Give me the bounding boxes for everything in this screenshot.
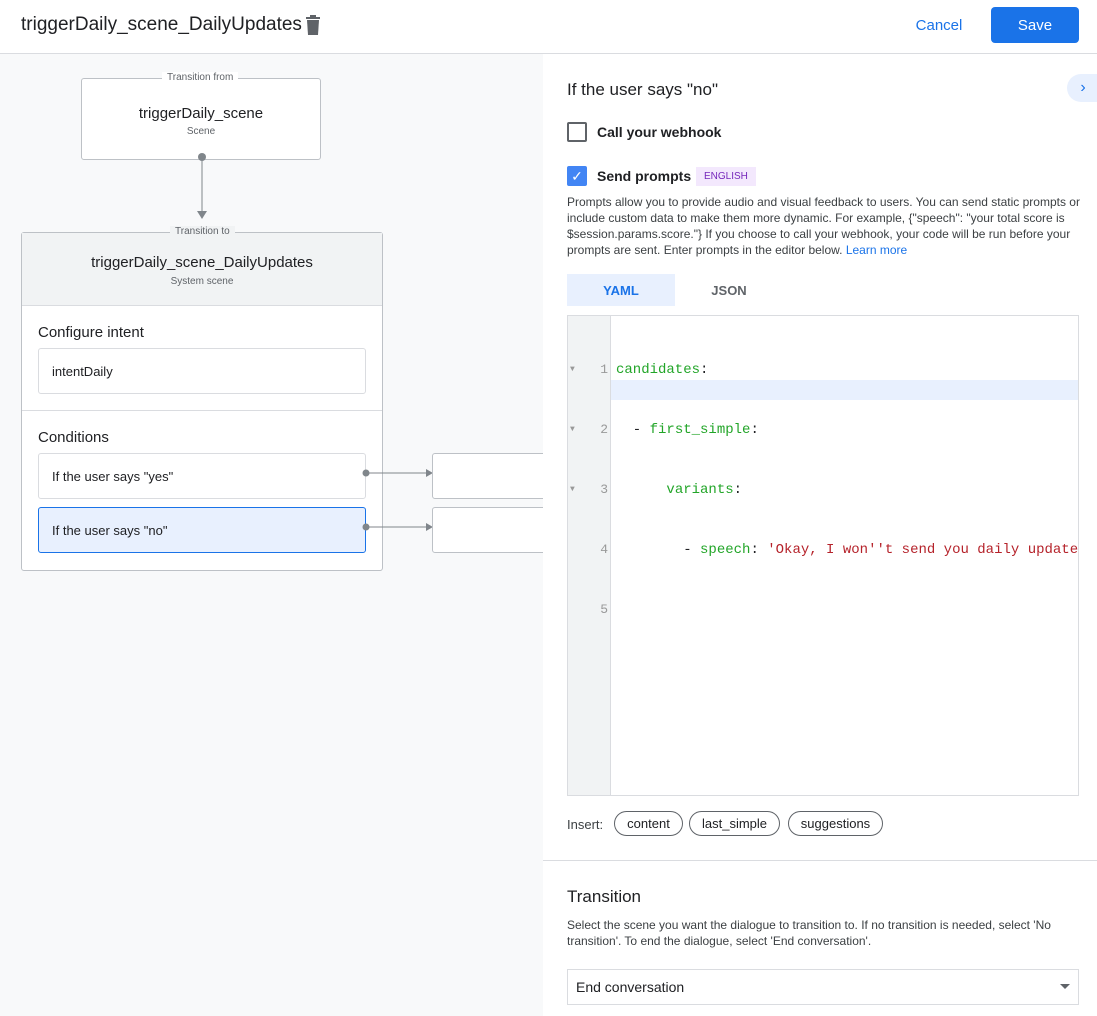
- tab-yaml[interactable]: YAML: [567, 274, 675, 306]
- webhook-checkbox[interactable]: [567, 122, 587, 142]
- to-scene-name: triggerDaily_scene_DailyUpdates: [91, 254, 313, 271]
- transition-from-label: Transition from: [162, 72, 239, 83]
- transition-heading: Transition: [567, 887, 642, 906]
- page-title: triggerDaily_scene_DailyUpdates: [21, 14, 302, 35]
- insert-label: Insert:: [567, 817, 604, 832]
- from-scene-name: triggerDaily_scene: [138, 105, 264, 122]
- scene-canvas: Transition from triggerDaily_scene Scene…: [0, 54, 543, 1016]
- from-scene-type: Scene: [186, 126, 216, 137]
- code-lines: candidates: - first_simple: variants: - …: [616, 320, 1078, 600]
- transition-from-node[interactable]: Transition from triggerDaily_scene Scene: [81, 72, 321, 160]
- code-line: candidates:: [616, 362, 709, 378]
- no-target-node[interactable]: [432, 507, 543, 553]
- code-line: - first_simple:: [616, 422, 759, 438]
- learn-more-link[interactable]: Learn more: [845, 243, 908, 257]
- connector-arrow: [197, 153, 207, 219]
- tab-json[interactable]: JSON: [711, 282, 747, 298]
- trash-icon[interactable]: [305, 15, 321, 35]
- condition-panel: If the user says "no" › Call your webhoo…: [543, 54, 1097, 1016]
- transition-description: Select the scene you want the dialogue t…: [567, 918, 1051, 948]
- chip-suggestions[interactable]: suggestions: [788, 811, 883, 836]
- transition-to-label: Transition to: [170, 226, 235, 237]
- code-editor[interactable]: ▼1 ▼2 ▼3 4 5 candidates: - first_simple:…: [567, 315, 1079, 796]
- to-scene-type: System scene: [170, 276, 234, 287]
- chip-last-simple[interactable]: last_simple: [689, 811, 780, 836]
- transition-to-node: Transition to triggerDaily_scene_DailyUp…: [21, 226, 383, 571]
- panel-heading: If the user says "no": [567, 80, 718, 99]
- prompts-description: Prompts allow you to provide audio and v…: [567, 195, 1080, 257]
- code-line: - speech: 'Okay, I won''t send you daily…: [616, 542, 1079, 558]
- cancel-button[interactable]: Cancel: [915, 16, 963, 34]
- chevron-right-icon[interactable]: ›: [1067, 74, 1097, 102]
- intent-field[interactable]: intentDaily: [38, 348, 366, 394]
- condition-connectors: [362, 469, 433, 531]
- condition-yes[interactable]: If the user says "yes": [38, 453, 366, 499]
- webhook-label: Call your webhook: [597, 124, 722, 140]
- divider: [543, 860, 1097, 861]
- configure-intent-heading: Configure intent: [38, 324, 144, 341]
- send-prompts-label: Send prompts: [597, 168, 692, 184]
- condition-no[interactable]: If the user says "no": [38, 507, 366, 553]
- transition-selected-value: End conversation: [576, 979, 685, 995]
- line-numbers: ▼1 ▼2 ▼3 4 5: [570, 362, 608, 617]
- yes-target-node[interactable]: [432, 453, 543, 499]
- save-button[interactable]: Save: [991, 7, 1079, 43]
- language-badge: ENGLISH: [696, 167, 756, 186]
- send-prompts-checkbox[interactable]: ✓: [567, 166, 587, 186]
- conditions-heading: Conditions: [38, 429, 109, 446]
- chip-content[interactable]: content: [614, 811, 683, 836]
- header: triggerDaily_scene_DailyUpdates Cancel S…: [0, 0, 1097, 54]
- transition-select[interactable]: End conversation: [567, 969, 1079, 1005]
- dropdown-arrow-icon: [1060, 984, 1070, 989]
- code-line: variants:: [666, 482, 743, 498]
